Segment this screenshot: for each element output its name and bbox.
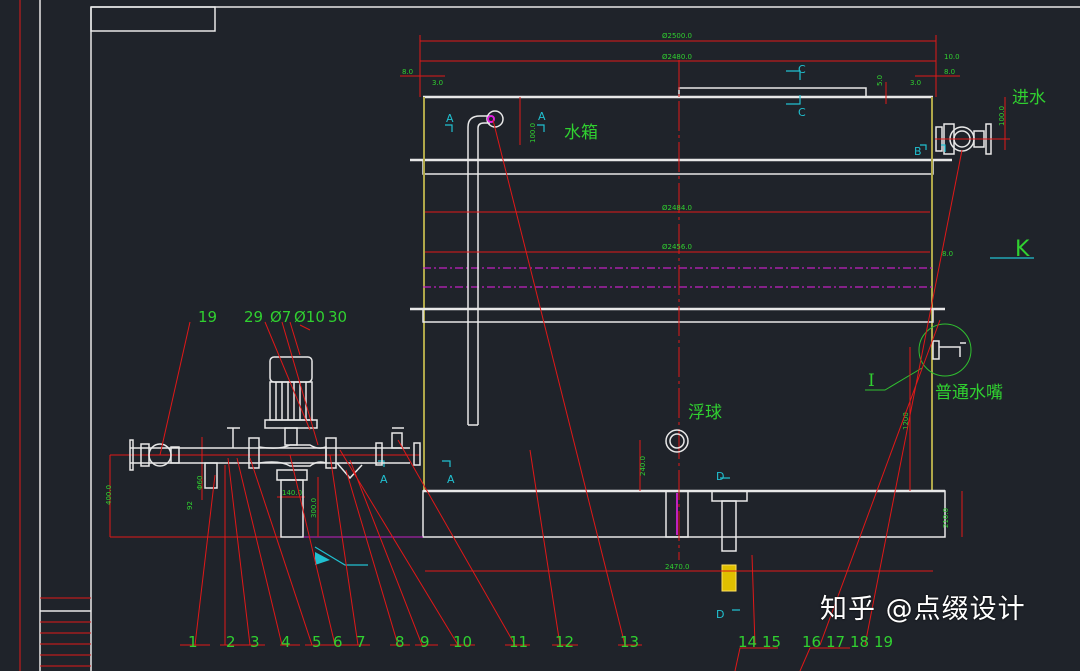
dim-tap-height: 1200 bbox=[902, 412, 910, 430]
dim-base-height: 210.0 bbox=[942, 508, 950, 528]
callout-30: 30 bbox=[328, 308, 347, 326]
dim-base-length: 2470.0 bbox=[665, 563, 690, 571]
tank-label: 水箱 bbox=[564, 123, 598, 143]
tap-label: 普通水嘴 bbox=[935, 383, 1003, 403]
dim-float-height: 240.0 bbox=[639, 456, 647, 476]
drawing-frame bbox=[19, 0, 1080, 671]
dim-inlet-height: 100.0 bbox=[998, 106, 1006, 126]
dim-outer-width: Ø2500.0 bbox=[662, 32, 692, 40]
section-mark-c: C bbox=[798, 63, 806, 76]
dim-right-3: 3.0 bbox=[910, 79, 921, 87]
callout-13: 13 bbox=[620, 633, 639, 651]
leader-lines bbox=[159, 119, 963, 671]
section-mark-a: A bbox=[538, 110, 546, 123]
callout-5: 5 bbox=[312, 633, 322, 651]
callout-17: 17 bbox=[826, 633, 845, 651]
callout-3: 3 bbox=[250, 633, 260, 651]
callout-10: 10 bbox=[453, 633, 472, 651]
callout-10: Ø10 bbox=[294, 308, 325, 326]
callout-2: 2 bbox=[226, 633, 236, 651]
watermark: 知乎 @点缀设计 bbox=[820, 594, 1026, 625]
section-mark-c: C bbox=[798, 106, 806, 119]
dim-pipe-height: 400.0 bbox=[105, 485, 113, 505]
callout-9: 9 bbox=[420, 633, 430, 651]
dimension-lines bbox=[109, 35, 1006, 572]
callout-19: 19 bbox=[198, 308, 217, 326]
callout-16: 16 bbox=[802, 633, 821, 651]
dim-right-10: 10.0 bbox=[944, 53, 960, 61]
dim-right-8b: 8.0 bbox=[942, 250, 953, 258]
dim-left-3: 3.0 bbox=[432, 79, 443, 87]
dim-pump-width: 140.0 bbox=[282, 489, 302, 497]
dim-inner-width: Ø2480.0 bbox=[662, 53, 692, 61]
callouts-top: 19 29 Ø7 Ø10 30 bbox=[198, 308, 347, 326]
callout-18: 18 bbox=[850, 633, 869, 651]
dim-top-5: 5.0 bbox=[876, 75, 884, 86]
inlet-valve bbox=[935, 123, 1010, 155]
section-mark-a: A bbox=[380, 473, 388, 486]
callout-14: 14 bbox=[738, 633, 757, 651]
float-ball-label: 浮球 bbox=[688, 403, 722, 423]
dim-mid-width-2: Ø2456.0 bbox=[662, 243, 692, 251]
detail-i-label: I bbox=[868, 371, 875, 391]
callout-11: 11 bbox=[509, 633, 528, 651]
callout-4: 4 bbox=[281, 633, 291, 651]
dim-pipe-small: 92 bbox=[186, 501, 194, 510]
callout-19: 19 bbox=[874, 633, 893, 651]
callout-7: 7 bbox=[356, 633, 366, 651]
section-mark-d: D bbox=[716, 470, 724, 483]
dimension-texts: Ø2500.0 Ø2480.0 8.0 3.0 10.0 8.0 3.0 5.0… bbox=[105, 32, 1006, 571]
view-k-label: K bbox=[1015, 237, 1030, 262]
section-marks: A A A A B C C D D K bbox=[378, 63, 1034, 621]
inlet-label: 进水 bbox=[1012, 88, 1046, 108]
pump-assembly bbox=[120, 356, 421, 566]
callout-15: 15 bbox=[762, 633, 781, 651]
water-tank bbox=[410, 60, 1010, 592]
callout-12: 12 bbox=[555, 633, 574, 651]
callout-7: Ø7 bbox=[270, 308, 291, 326]
dim-mid-width-1: Ø2484.0 bbox=[662, 204, 692, 212]
section-mark-a: A bbox=[447, 473, 455, 486]
dim-right-8: 8.0 bbox=[944, 68, 955, 76]
dim-pipe-dia: Φ60 bbox=[196, 476, 204, 490]
callout-8: 8 bbox=[395, 633, 405, 651]
section-mark-d: D bbox=[716, 608, 724, 621]
section-mark-a: A bbox=[446, 112, 454, 125]
section-mark-b: B bbox=[914, 145, 922, 158]
callout-1: 1 bbox=[188, 633, 198, 651]
callout-6: 6 bbox=[333, 633, 343, 651]
dim-left-8: 8.0 bbox=[402, 68, 413, 76]
callouts-bottom: 1 2 3 4 5 6 7 8 9 10 11 12 13 14 15 16 1… bbox=[188, 633, 893, 651]
dim-pump-height: 300.0 bbox=[310, 498, 318, 518]
dim-outlet-height: 100.0 bbox=[529, 123, 537, 143]
callout-29: 29 bbox=[244, 308, 263, 326]
